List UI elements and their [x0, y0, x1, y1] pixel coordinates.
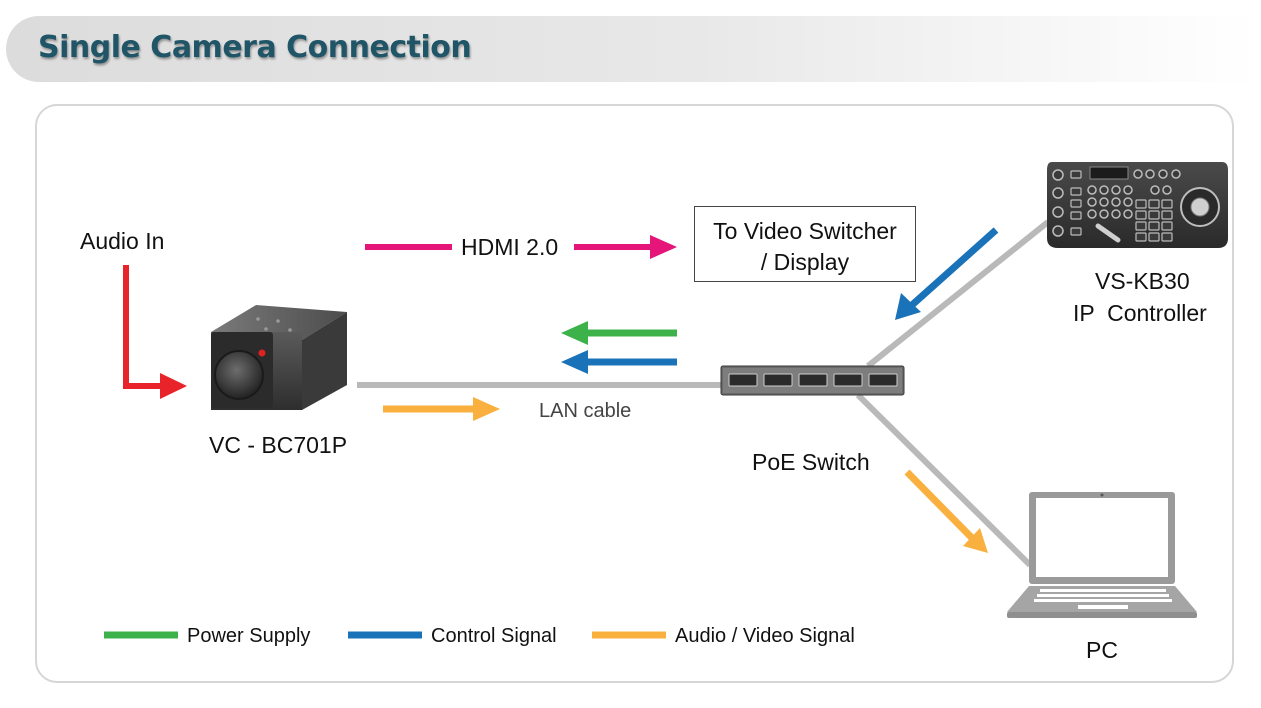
poe-switch-label: PoE Switch — [752, 449, 870, 475]
ip-controller-icon — [1047, 162, 1228, 248]
controller-type-label: IP Controller — [1073, 300, 1207, 326]
laptop-icon — [1007, 492, 1197, 618]
lan-cable-label: LAN cable — [539, 400, 632, 422]
control-arrow-controller — [895, 227, 999, 320]
video-switcher-label-line1: To Video Switcher — [713, 218, 897, 244]
pc-label: PC — [1086, 637, 1118, 663]
legend-power-label: Power Supply — [187, 625, 311, 647]
power-arrow — [561, 321, 677, 345]
video-switcher-label-line2: / Display — [760, 249, 850, 275]
page-title: Single Camera Connection — [38, 30, 472, 65]
hdmi-label: HDMI 2.0 — [461, 234, 559, 260]
lan-cables — [357, 219, 1050, 568]
control-arrow-camera — [561, 350, 677, 374]
legend-control-label: Control Signal — [431, 625, 557, 647]
camera-label: VC - BC701P — [209, 432, 348, 458]
title-bar — [6, 16, 1256, 82]
legend-av-label: Audio / Video Signal — [675, 625, 855, 647]
video-switcher-box: To Video Switcher / Display — [694, 206, 916, 282]
poe-switch-icon — [720, 365, 905, 396]
controller-lan-cable — [866, 219, 1050, 369]
controller-model-label: VS-KB30 — [1095, 268, 1190, 294]
av-signal-arrow-pc — [904, 469, 988, 553]
pc-lan-cable — [855, 392, 1033, 568]
audio-in-arrow — [123, 265, 187, 399]
av-signal-arrow-lan — [383, 397, 500, 421]
camera-icon — [211, 305, 347, 410]
audio-in-label: Audio In — [80, 228, 165, 254]
hdmi-arrow — [365, 235, 677, 259]
